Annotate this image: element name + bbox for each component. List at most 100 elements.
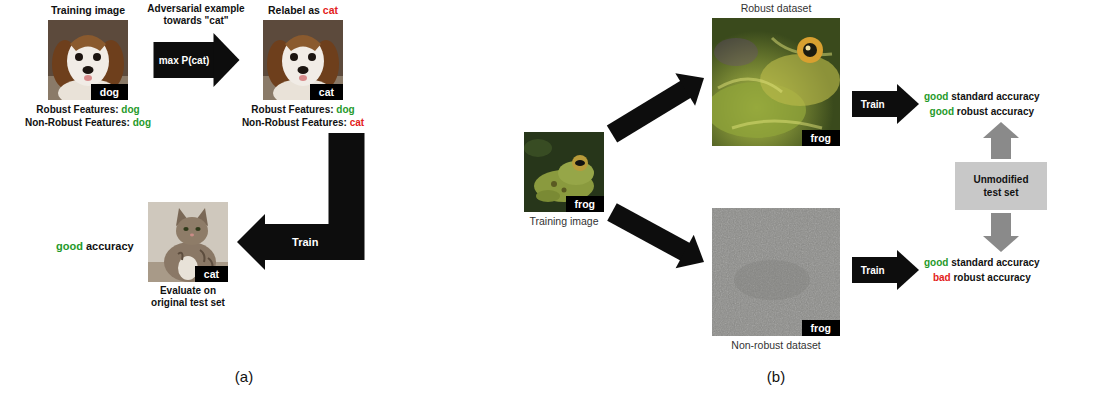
arrow-head bbox=[676, 235, 704, 268]
arrow-head bbox=[214, 33, 240, 87]
caption-text: Training image bbox=[529, 215, 598, 228]
annotation: (b) bbox=[767, 368, 785, 385]
block-arrow bbox=[983, 213, 1019, 252]
tag-text: frog bbox=[575, 196, 595, 212]
image-tile: frogRobust dataset bbox=[712, 18, 840, 146]
arrow-label: Train bbox=[861, 265, 885, 276]
caption-text: Robust Features: bbox=[251, 103, 333, 116]
annotation-text: (b) bbox=[767, 368, 785, 385]
heading-text: Training image bbox=[51, 4, 125, 17]
dog-photo bbox=[263, 20, 343, 107]
arrow-label: Train bbox=[861, 99, 885, 110]
text-line: Unmodified test set bbox=[970, 173, 1032, 199]
text-line: frog bbox=[811, 320, 831, 336]
text-line: Robust dataset bbox=[741, 2, 812, 15]
text-line: Relabel ascat bbox=[268, 4, 338, 17]
text-line: (b) bbox=[767, 368, 785, 385]
image-caption: Robust Features:dogNon-Robust Features:d… bbox=[25, 103, 152, 129]
block-arrow bbox=[983, 122, 1019, 159]
arrow-head bbox=[237, 214, 265, 270]
block-arrow bbox=[154, 33, 240, 87]
non-robust-image bbox=[712, 208, 840, 336]
arrow-shaft bbox=[852, 91, 898, 117]
image-frame bbox=[712, 18, 840, 146]
text-line: dog bbox=[100, 84, 119, 100]
result-text-part: standard accuracy bbox=[951, 255, 1039, 270]
text-line: Robust Features:dog bbox=[242, 103, 365, 116]
arrow-head bbox=[675, 73, 704, 105]
text-line: Training image bbox=[524, 215, 604, 228]
annotation: goodaccuracy bbox=[56, 240, 134, 253]
caption-text: dog bbox=[133, 116, 151, 129]
result-text-part: robust accuracy bbox=[953, 270, 1030, 285]
result-text-part: robust accuracy bbox=[957, 104, 1034, 119]
image-tile: catRelabel ascatRobust Features:dogNon-R… bbox=[242, 20, 365, 129]
class-label-tag: frog bbox=[802, 130, 840, 146]
result-text: goodstandard accuracybadrobust accuracy bbox=[924, 255, 1040, 285]
test-set-box: Unmodified test set bbox=[955, 162, 1047, 210]
heading-text: cat bbox=[323, 4, 338, 17]
text-line: Non-Robust Features:dog bbox=[25, 116, 152, 129]
caption-text: dog bbox=[121, 103, 139, 116]
text-line: goodaccuracy bbox=[56, 240, 134, 253]
text-line: goodstandard accuracy bbox=[924, 89, 1040, 104]
text-line: Evaluate on original test set bbox=[143, 285, 233, 309]
text-line: badrobust accuracy bbox=[924, 270, 1040, 285]
annotation-text: Adversarial example towards "cat" bbox=[140, 3, 252, 27]
result-text-part: standard accuracy bbox=[951, 89, 1039, 104]
class-label-tag: frog bbox=[802, 320, 840, 336]
text-line: Non-robust dataset bbox=[712, 339, 840, 352]
arrow-label: Train bbox=[292, 236, 318, 248]
result-text-part: good bbox=[924, 255, 948, 270]
tag-text: dog bbox=[100, 84, 119, 100]
annotation-text: good bbox=[56, 240, 83, 253]
text-line: Robust Features:dog bbox=[25, 103, 152, 116]
image-tile: dogTraining imageRobust Features:dogNon-… bbox=[25, 20, 152, 129]
image-tile: frogNon-robust dataset bbox=[712, 208, 840, 352]
arrow-head bbox=[983, 122, 1019, 138]
block-arrow bbox=[237, 133, 347, 270]
tag-text: frog bbox=[811, 320, 831, 336]
text-line: frog bbox=[575, 196, 595, 212]
text-line: frog bbox=[811, 130, 831, 146]
text-line: Adversarial example towards "cat" bbox=[140, 3, 252, 27]
arrow-head bbox=[897, 84, 919, 124]
heading-text: Robust dataset bbox=[741, 2, 812, 15]
class-label-tag: cat bbox=[195, 266, 228, 282]
text-line: goodrobust accuracy bbox=[924, 104, 1040, 119]
arrow-shaft bbox=[991, 137, 1011, 159]
image-caption: Non-robust dataset bbox=[712, 339, 840, 352]
text-line: goodstandard accuracy bbox=[924, 255, 1040, 270]
caption-text: Non-Robust Features: bbox=[242, 116, 347, 129]
arrow-head bbox=[983, 236, 1019, 252]
annotation: Adversarial example towards "cat" bbox=[140, 3, 252, 27]
result-text-part: good bbox=[924, 89, 948, 104]
image-heading: Relabel ascat bbox=[268, 4, 338, 17]
arrow-head bbox=[897, 250, 919, 290]
annotation-text: (a) bbox=[235, 368, 253, 385]
arrow-shaft bbox=[264, 133, 347, 242]
image-heading: Training image bbox=[51, 4, 125, 17]
class-label-tag: cat bbox=[310, 84, 343, 100]
arrow-shaft bbox=[991, 213, 1011, 237]
text-line: cat bbox=[204, 266, 219, 282]
class-label-tag: dog bbox=[91, 84, 128, 100]
image-heading: Robust dataset bbox=[741, 2, 812, 15]
heading-text: Relabel as bbox=[268, 4, 320, 17]
image-frame bbox=[712, 208, 840, 336]
tag-text: cat bbox=[204, 266, 219, 282]
annotation: (a) bbox=[235, 368, 253, 385]
image-tile: catEvaluate on original test set bbox=[143, 202, 233, 309]
image-tile: frogTraining image bbox=[524, 132, 604, 228]
arrow-shaft bbox=[612, 212, 686, 252]
caption-text: cat bbox=[350, 116, 364, 129]
image-caption: Training image bbox=[524, 215, 604, 228]
robust-image bbox=[706, 18, 840, 146]
box-text: Unmodified test set bbox=[970, 173, 1032, 199]
result-text-part: good bbox=[930, 104, 954, 119]
image-caption: Robust Features:dogNon-Robust Features:c… bbox=[242, 103, 365, 129]
caption-text: Evaluate on original test set bbox=[143, 285, 233, 309]
frog-photo bbox=[524, 132, 606, 212]
class-label-tag: frog bbox=[566, 196, 604, 212]
